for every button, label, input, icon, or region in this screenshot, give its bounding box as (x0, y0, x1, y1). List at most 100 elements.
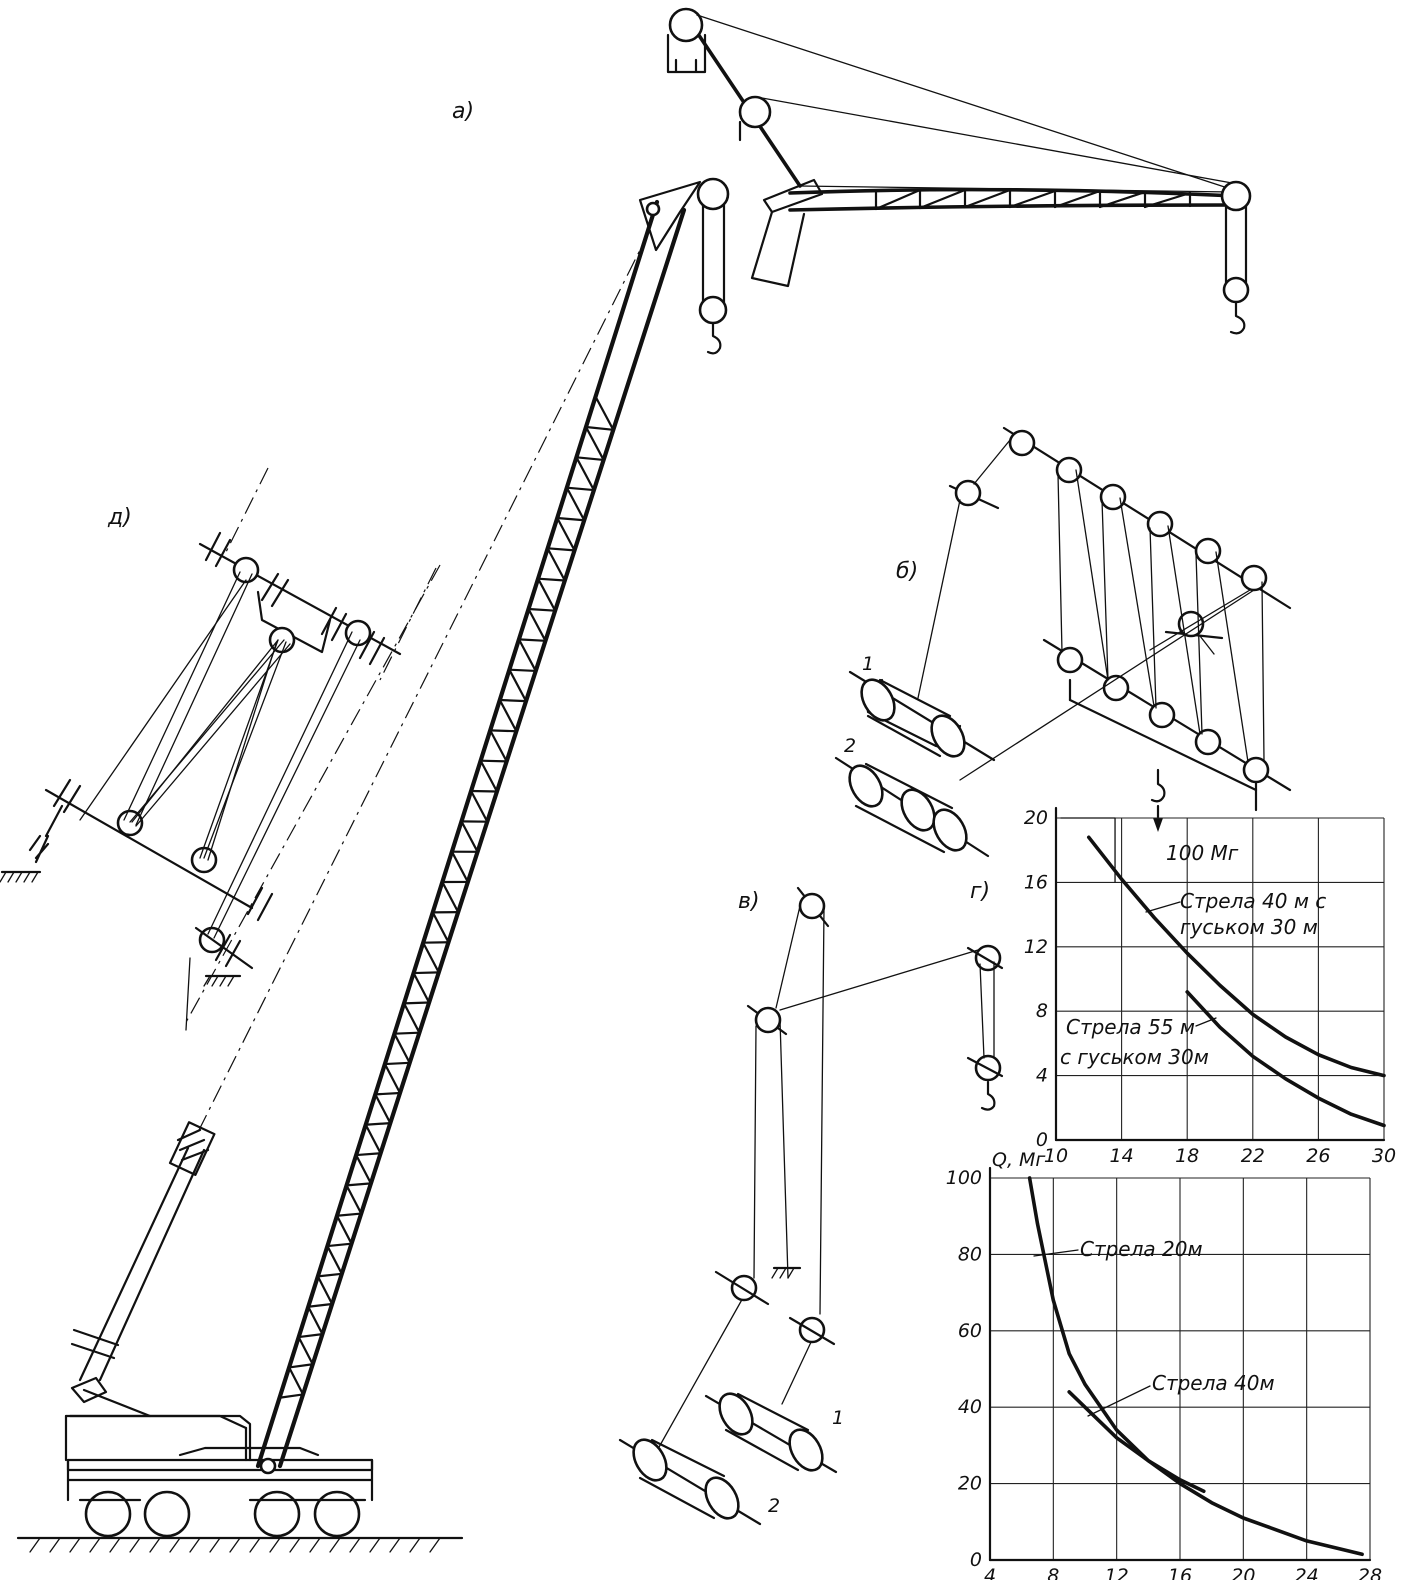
boom-diagonal (364, 1123, 382, 1155)
boom-diagonal (422, 941, 440, 974)
series-line-2 (1185, 990, 1386, 1128)
series-1-leader (1145, 901, 1181, 913)
series-2-label-line-1: Стрела 55 м (1066, 1015, 1195, 1039)
boom-strut (383, 1061, 411, 1066)
y-axis-label: Q, Мг (992, 1149, 1046, 1171)
x-tick-label: 30 (1372, 1145, 1396, 1167)
boom-strut (489, 729, 518, 733)
label-g: г) (970, 879, 990, 904)
boom-diagonal (355, 1153, 372, 1185)
boom-strut (556, 516, 586, 522)
boom-diagonal (431, 911, 450, 944)
y-tick-label: 20 (1024, 807, 1048, 829)
x-tick-label: 16 (1168, 1565, 1192, 1580)
boom-strut (536, 577, 566, 582)
label-b: б) (896, 559, 918, 584)
x-tick-label: 22 (1241, 1145, 1265, 1167)
boom-diagonal (508, 668, 528, 703)
boom-head (638, 180, 702, 252)
reeving-d: д) (0, 467, 437, 1031)
crane-a-frame-mast (70, 1121, 216, 1382)
boom-diagonal (527, 607, 547, 642)
x-tick-label: 28 (1358, 1565, 1382, 1580)
label-d: д) (107, 505, 132, 530)
boom-strut (297, 1333, 324, 1339)
x-tick-label: 24 (1295, 1565, 1319, 1580)
boom-strut (355, 1152, 382, 1157)
x-tick-label: 10 (1044, 1145, 1068, 1167)
drum-1-v-label: 1 (832, 1407, 844, 1429)
boom-strut (469, 789, 499, 793)
crane-cab (68, 1376, 248, 1430)
boom-diagonal (479, 759, 499, 793)
boom-diagonal (536, 577, 557, 612)
series-2-leader (1195, 1017, 1217, 1027)
boom-strut (527, 607, 557, 612)
boom-diagonal (316, 1275, 334, 1306)
drum-1-b: 1 (848, 653, 996, 762)
series-1-leader (1033, 1249, 1079, 1257)
boom-strut (546, 547, 576, 552)
drum-2-b-label: 2 (844, 735, 856, 757)
series-1-label-line-1: Стрела 40 м с (1180, 889, 1326, 913)
x-tick-label: 4 (984, 1565, 996, 1580)
drum-2-v-label: 2 (768, 1495, 780, 1517)
boom-diagonal (594, 395, 615, 431)
boom-strut (326, 1242, 353, 1248)
drum-2-b: 2 (834, 735, 990, 858)
boom-strut (498, 698, 528, 703)
x-tick-label: 8 (1047, 1565, 1059, 1580)
y-tick-label: 4 (1036, 1065, 1048, 1087)
boom-strut (412, 971, 440, 975)
boom-strut (335, 1212, 363, 1217)
boom-diagonal (335, 1214, 353, 1245)
jib-assembly (666, 7, 1252, 335)
y-tick-label: 60 (958, 1320, 982, 1342)
boom-pendant-line (197, 229, 651, 1133)
main-hook-block (696, 177, 730, 355)
boom-diagonal (517, 638, 537, 673)
y-tick-label: 20 (958, 1473, 982, 1495)
crane-wheels (78, 1490, 367, 1538)
boom-strut (278, 1393, 305, 1399)
boom-diagonal (412, 971, 431, 1004)
boom-diagonal (460, 820, 479, 853)
y-tick-label: 40 (958, 1396, 982, 1418)
y-tick-label: 16 (1024, 871, 1048, 893)
boom-diagonal (556, 516, 576, 552)
boom-diagonal (402, 1002, 421, 1034)
boom-strut (479, 759, 508, 763)
y-tick-label: 100 (946, 1167, 982, 1189)
x-tick-label: 26 (1306, 1145, 1330, 1167)
boom-diagonal (307, 1305, 324, 1336)
crane-chassis (64, 1414, 374, 1502)
x-tick-label: 12 (1105, 1565, 1129, 1580)
boom-strut (364, 1122, 392, 1126)
series-1-label-line-2: гуськом 30 м (1180, 915, 1318, 939)
boom-strut (345, 1182, 372, 1187)
series-1-label: Стрела 20м (1080, 1237, 1203, 1261)
chart-notch (1060, 817, 1116, 883)
series-line-1 (1027, 1176, 1364, 1557)
ground-line (16, 1536, 464, 1553)
boom-diagonal (565, 486, 586, 522)
reeving-b: б) (834, 426, 1292, 858)
boom-diagonal (498, 698, 518, 733)
chart-annotation: 100 Мг (1166, 841, 1239, 865)
drum-1-b-label: 1 (862, 653, 874, 675)
y-tick-label: 0 (970, 1549, 982, 1571)
crane-drawing (16, 7, 1252, 1553)
series-line-1 (1087, 835, 1386, 1078)
boom-diagonal (450, 850, 469, 884)
series-2-label: Стрела 40м (1152, 1371, 1275, 1395)
boom-strut (402, 1001, 431, 1005)
boom-diagonal (489, 729, 508, 763)
label-a: а) (452, 99, 474, 124)
boom-diagonal (393, 1032, 411, 1064)
series-2-leader (1087, 1385, 1151, 1417)
series-line-2 (1067, 1390, 1206, 1493)
boom-diagonal (345, 1184, 363, 1215)
centerline-inner (184, 564, 441, 1025)
